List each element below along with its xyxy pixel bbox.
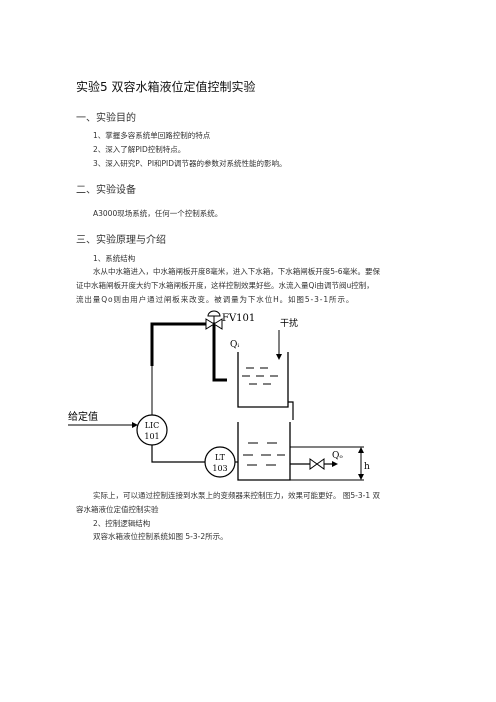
page-title: 实验5 双容水箱液位定值控制实验 — [76, 80, 256, 94]
subheading-system-structure: 1、系统结构 — [93, 254, 136, 263]
transmitter-number: 103 — [212, 464, 227, 473]
controller-tag: LIC — [145, 421, 160, 430]
paragraph-line: 水从中水箱进入，中水箱闸板开度8毫米，进入下水箱，下水箱闸板开度5-6毫米。要保 — [93, 267, 381, 276]
section-heading-equipment: 二、实验设备 — [76, 185, 136, 196]
disturbance-label: 干扰 — [280, 317, 298, 329]
valve-label: FV101 — [222, 313, 255, 324]
paragraph-line: 实际上，可以通过控制连接到水泵上的变频器来控制压力，效果可能更好。 图5-3-1… — [93, 491, 380, 500]
manual-valve-icon — [309, 458, 325, 470]
setpoint-label: 给定值 — [68, 410, 98, 423]
objective-item-1: 1、掌握多容系统单回路控制的特点 — [93, 131, 211, 140]
lower-tank — [237, 422, 291, 481]
paragraph-line: 双容水箱液位控制系统如图 5-3-2所示。 — [93, 532, 228, 541]
section-heading-objective: 一、实验目的 — [76, 113, 136, 124]
transmitter-tag: LT — [215, 453, 226, 462]
two-tank-diagram: FV101 干扰 Qᵢ Qₒ h 给定值 LIC 101 LT — [68, 310, 370, 481]
equipment-text: A3000现场系统，任何一个控制系统。 — [93, 209, 223, 218]
objective-item-2: 2、深入了解PID控制特点。 — [93, 145, 186, 154]
section-heading-principle: 三、实验原理与介绍 — [76, 235, 166, 246]
level-label: h — [364, 462, 370, 472]
subheading-control-logic: 2、控制逻辑结构 — [93, 519, 151, 528]
controller-number: 101 — [144, 432, 159, 441]
inflow-pipe — [150, 322, 227, 382]
paragraph-line: 流出量Qo则由用户通过闸板来改变。被调量为下水位H。如图5-3-1所示。 — [76, 295, 355, 304]
objective-item-3: 3、深入研究P、PI和PID调节器的参数对系统性能的影响。 — [93, 159, 287, 168]
qo-label: Qₒ — [332, 451, 343, 461]
upper-tank-water — [242, 367, 278, 385]
control-valve-icon — [205, 310, 223, 330]
upper-tank — [237, 352, 289, 408]
paragraph-line: 容水箱液位定值控制实验 — [76, 505, 159, 514]
qi-label: Qᵢ — [230, 340, 239, 350]
paragraph-line: 证中水箱闸板开度大约下水箱闸板开度，这样控制效果好些。水流入量Qi由调节阀u控制… — [76, 281, 374, 290]
lower-tank-water — [243, 442, 285, 466]
